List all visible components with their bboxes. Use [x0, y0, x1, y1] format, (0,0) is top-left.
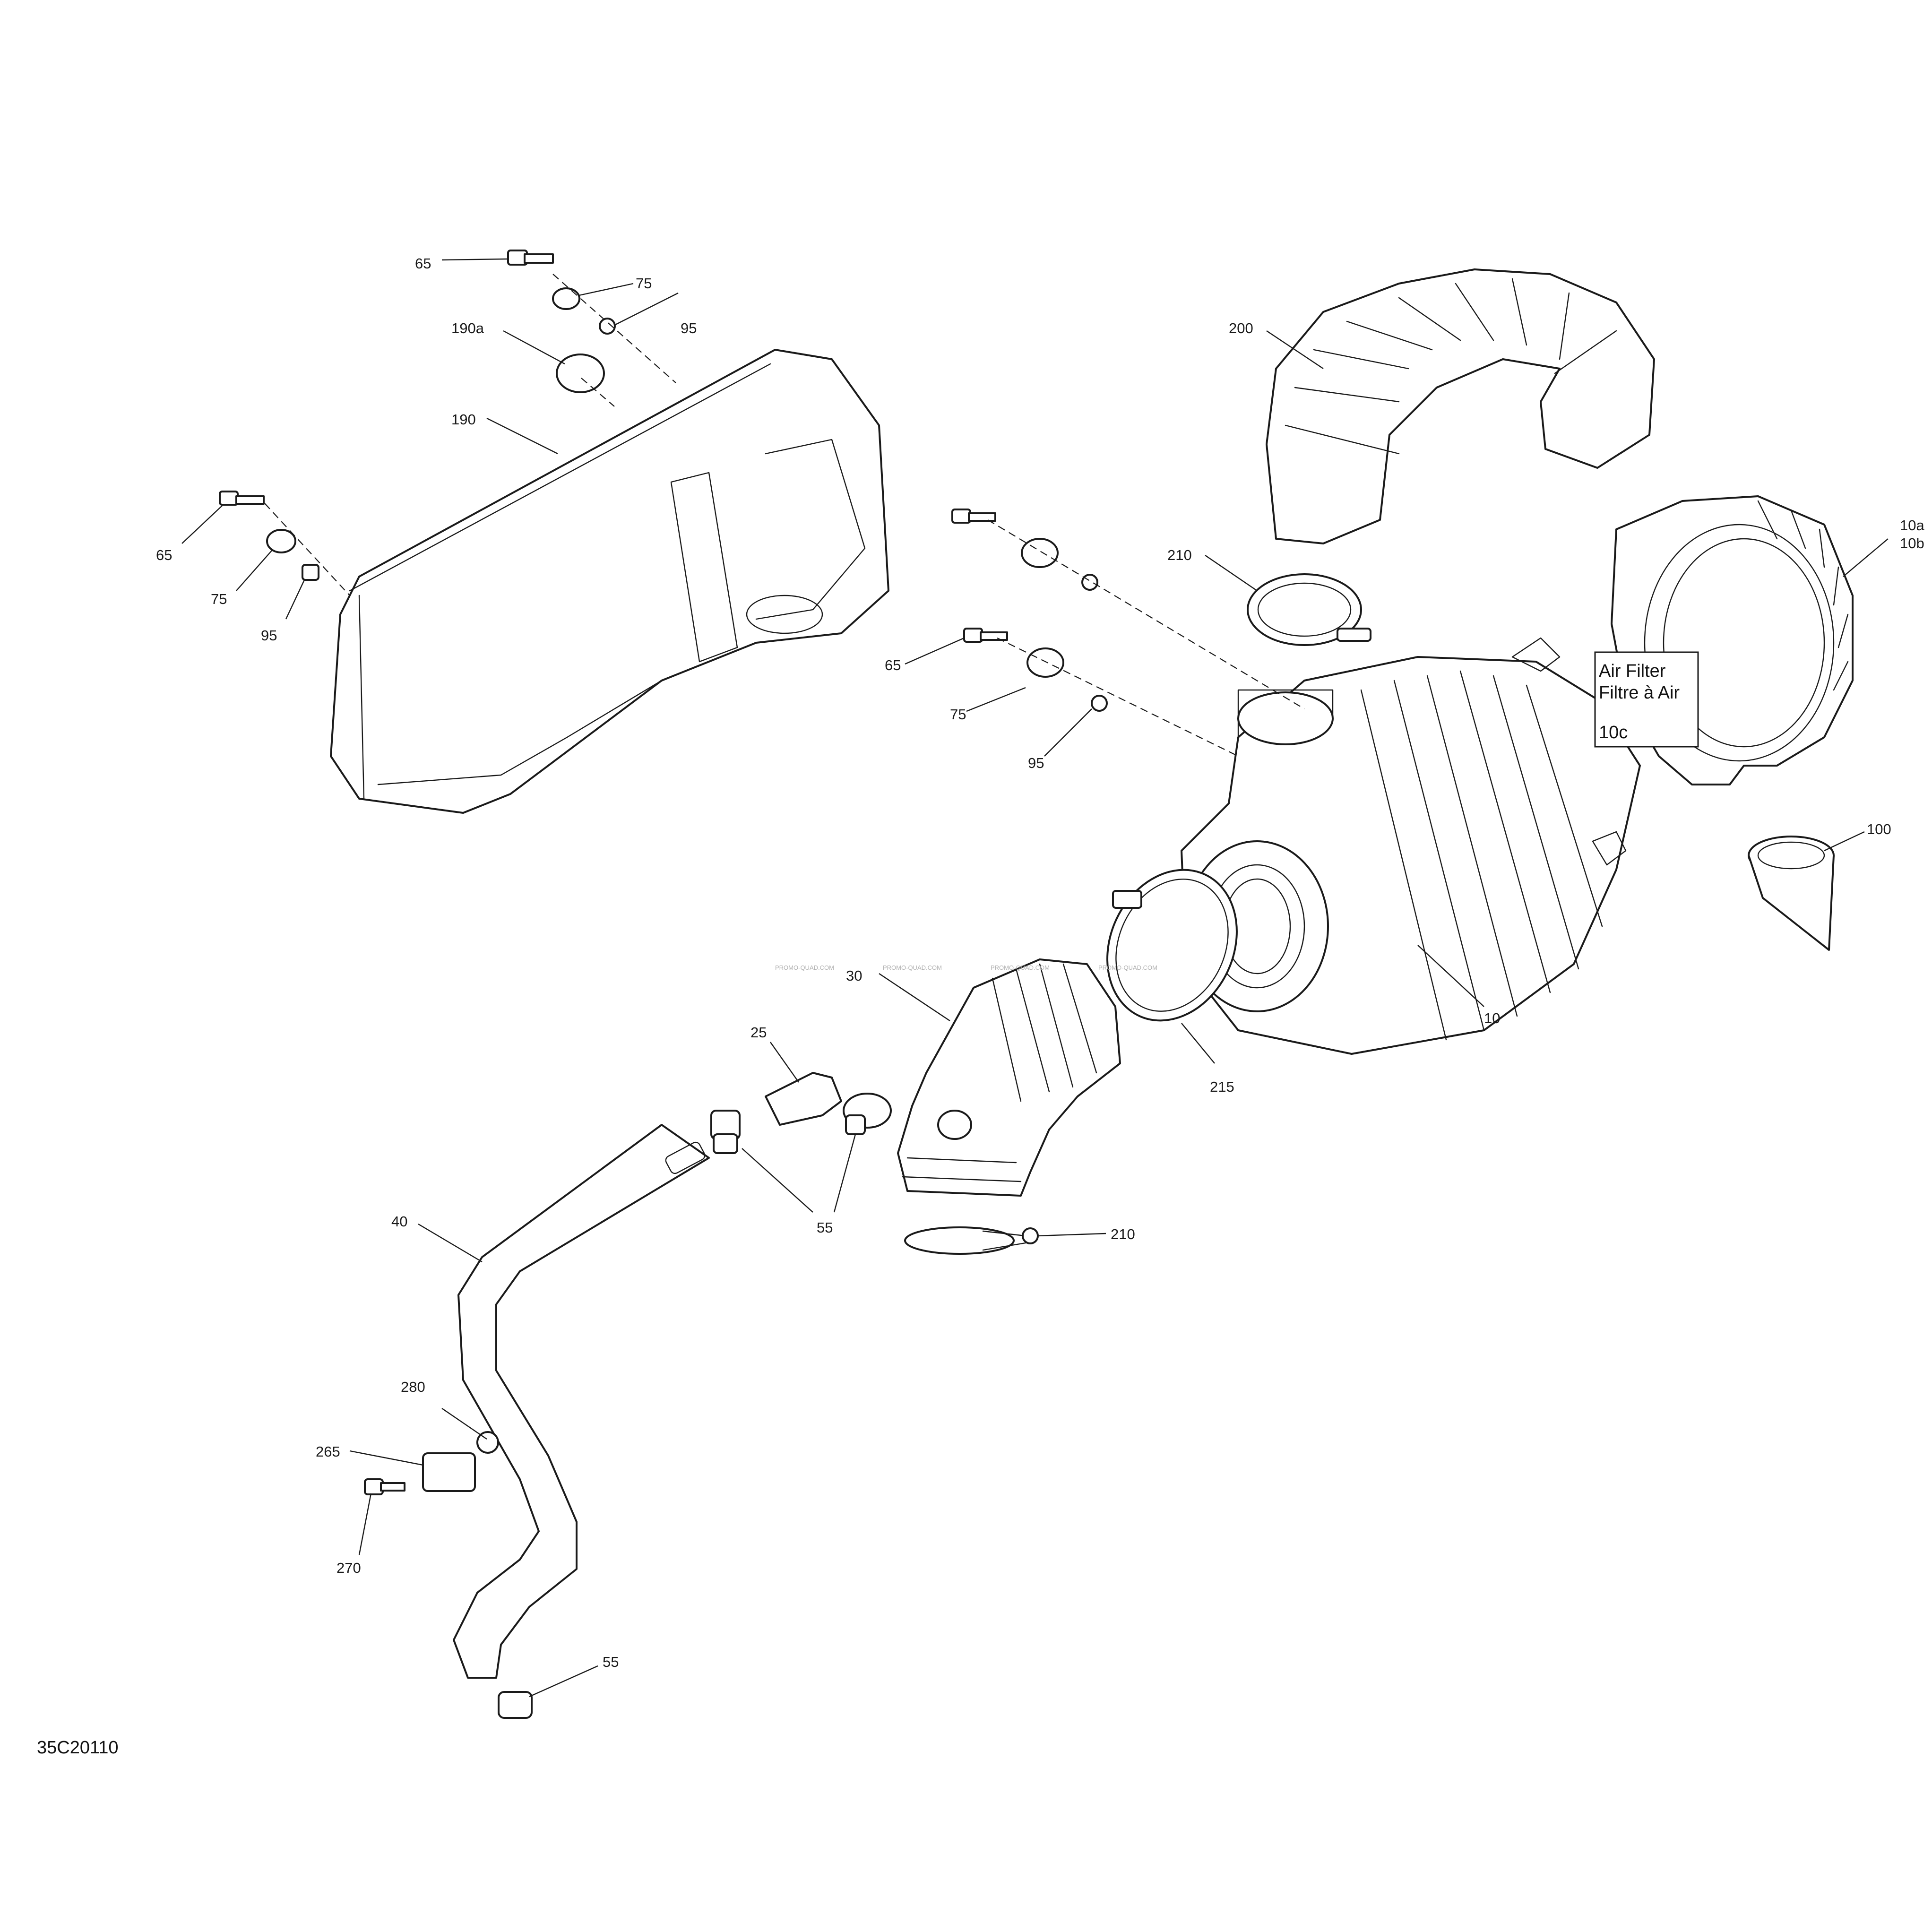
air-filter-label: Air Filter: [1599, 661, 1666, 681]
callout-95-top: 95: [681, 320, 697, 336]
clamp-part-215: [1106, 869, 1238, 1022]
cover-hardware-top: [507, 250, 616, 393]
airbox-cover-part-190: [330, 349, 889, 814]
callout-25: 25: [750, 1024, 767, 1041]
hose-bracket-hardware: [364, 1431, 499, 1495]
callout-65-left: 65: [156, 547, 172, 563]
callout-210-upper: 210: [1167, 547, 1192, 563]
callout-265: 265: [316, 1443, 340, 1460]
cover-hardware-left: [219, 491, 319, 581]
watermark-text: PROMO-QUAD.COM: [991, 964, 1050, 971]
air-filter-housing-part-10: [1181, 637, 1641, 1055]
clamp-part-210-upper: [1247, 573, 1371, 646]
callout-210-lower: 210: [1111, 1226, 1135, 1242]
alignment-lines: [264, 274, 1305, 757]
hose-clamps-part-55: [498, 1110, 741, 1719]
air-filter-label-box: Air Filter Filtre à Air 10c: [1594, 651, 1699, 748]
filtre-a-air-label: Filtre à Air: [1599, 683, 1680, 703]
watermark: PROMO-QUAD.COM PROMO-QUAD.COM PROMO-QUAD…: [775, 964, 1157, 971]
callout-75-left: 75: [211, 591, 227, 607]
callout-10a: 10a: [1900, 517, 1924, 534]
callout-200: 200: [1229, 320, 1253, 336]
clamp-part-210-lower: [904, 1226, 1039, 1255]
callout-labels: 65 75 95 190a 190 65 75 95 200 210 65 75…: [156, 255, 1924, 1670]
callout-215: 215: [1210, 1078, 1234, 1095]
callout-95-left: 95: [261, 627, 277, 644]
watermark-text: PROMO-QUAD.COM: [775, 964, 834, 971]
callout-280: 280: [401, 1379, 425, 1395]
funnel-part-100: [1748, 836, 1835, 951]
callout-95-middle: 95: [1028, 755, 1044, 771]
callout-270: 270: [336, 1560, 361, 1576]
callout-190a: 190a: [451, 320, 484, 336]
callout-65-middle: 65: [885, 657, 901, 673]
filter-ref-label: 10c: [1599, 723, 1628, 742]
callout-75-middle: 75: [950, 706, 966, 723]
callout-10b: 10b: [1900, 535, 1924, 552]
filter-hardware-middle: [951, 509, 1108, 712]
fitting-part-25: [765, 1072, 892, 1135]
callout-30: 30: [846, 967, 862, 984]
hose-part-40: [453, 1124, 710, 1679]
callout-75-top: 75: [636, 275, 652, 292]
callout-40: 40: [391, 1213, 407, 1230]
intake-boot-part-30: [897, 958, 1121, 1197]
duct-part-200: [1266, 268, 1655, 544]
callout-65-top: 65: [415, 255, 431, 272]
drawing-number: 35C20110: [37, 1738, 119, 1758]
watermark-text: PROMO-QUAD.COM: [1098, 964, 1157, 971]
watermark-text: PROMO-QUAD.COM: [883, 964, 942, 971]
leader-lines: [181, 258, 1889, 1698]
callout-10: 10: [1484, 1010, 1500, 1026]
callout-55-middle: 55: [817, 1219, 833, 1236]
callout-100: 100: [1867, 821, 1891, 837]
callout-55-bottom: 55: [603, 1654, 619, 1670]
callout-190: 190: [451, 411, 476, 428]
